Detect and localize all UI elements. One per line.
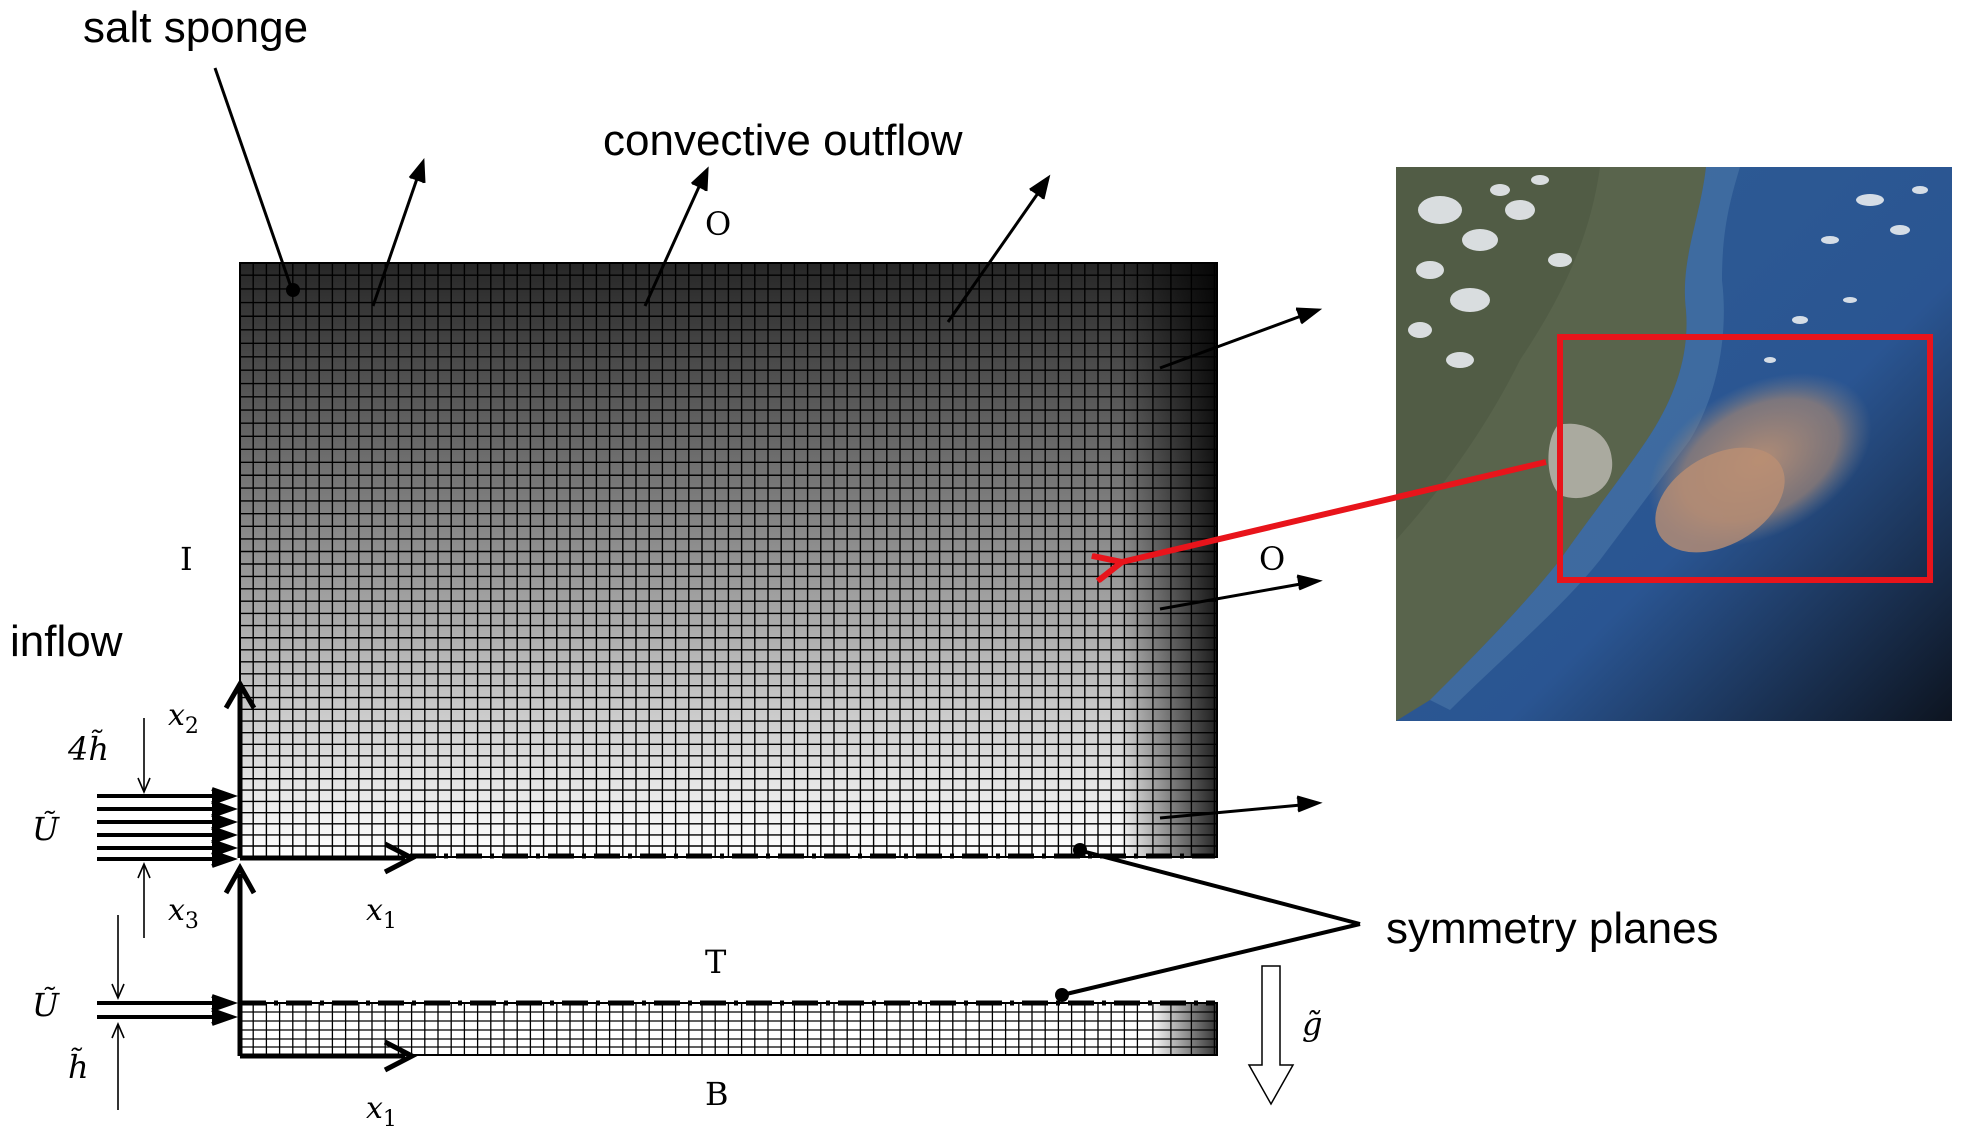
boundary-label-O-top: O [705, 205, 731, 243]
axis-label-x1-bottom: x1 [366, 1091, 397, 1132]
inflow-depth-label: 4h̃ [67, 730, 109, 768]
salt-sponge-label: salt sponge [83, 3, 308, 52]
axis-label-x1-top: x1 [366, 893, 397, 934]
highlight-arrow [1122, 459, 1547, 562]
outflow-arrows [371, 158, 1323, 820]
top-mesh [239, 262, 1218, 858]
depth-h-label: h̃ [68, 1048, 89, 1086]
symmetry-dot-bottom [1055, 988, 1069, 1002]
inflow-label: inflow [10, 617, 123, 666]
gravity-arrow-icon [1247, 965, 1295, 1106]
salt-sponge-pointer [213, 67, 300, 297]
dimension-arrows-bottom [111, 915, 125, 1110]
inflow-arrows-top [97, 787, 239, 868]
axis-label-x2: x2 [168, 698, 199, 739]
boundary-label-O-right: O [1259, 540, 1285, 578]
axis-label-x3: x3 [168, 893, 199, 934]
axes-bottom [223, 862, 418, 1073]
symmetry-dot-top [1073, 843, 1087, 857]
gravity-label: g̃ [1302, 1005, 1322, 1043]
convective-outflow-label: convective outflow [603, 116, 963, 165]
axes-top [223, 679, 418, 875]
boundary-label-B: B [705, 1075, 729, 1113]
symmetry-planes-label: symmetry planes [1386, 904, 1719, 953]
symmetry-pointers [1061, 849, 1361, 997]
inflow-arrows-bottom [97, 994, 239, 1026]
satellite-photo [1396, 167, 1952, 721]
velocity-label-top: Ũ [32, 810, 60, 848]
boundary-label-T: T [705, 943, 727, 981]
boundary-label-I: I [180, 540, 193, 578]
bottom-mesh [239, 1002, 1218, 1056]
velocity-label-bottom: Ũ [32, 986, 60, 1024]
highlight-box [1557, 334, 1933, 583]
dimension-arrows-top [137, 718, 151, 938]
